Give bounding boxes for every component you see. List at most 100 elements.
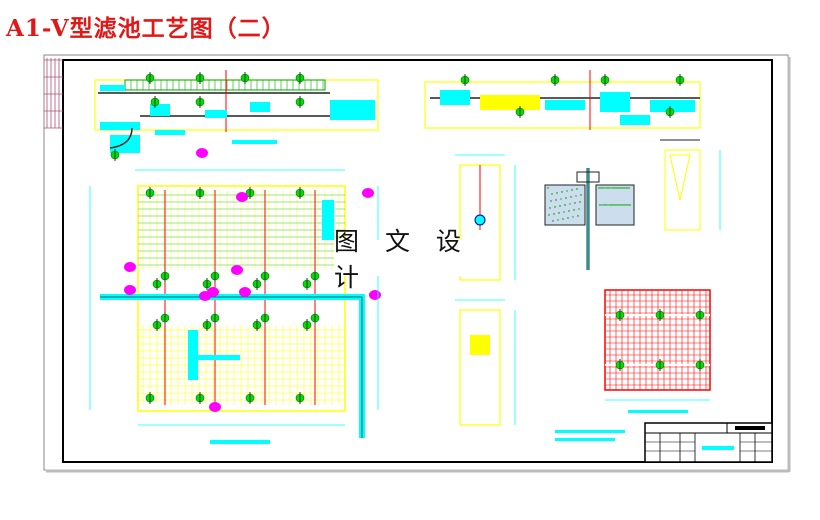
main-pipe-centerline [100,296,363,438]
pipe-block [100,85,125,91]
title-block [644,422,773,463]
aggregate-dot [562,218,564,220]
aggregate-dot [564,204,566,206]
aggregate-dot [559,205,561,207]
watermark-text: 图 文 设 计 [334,227,492,292]
pipe-block [440,90,470,105]
aggregate-dot [627,204,629,206]
plan-label [628,410,688,413]
section-view-left [94,70,379,171]
aggregate-dot [561,191,563,193]
section-label [232,140,277,144]
aggregate-dot [621,204,623,206]
aggregate-dot [553,213,555,215]
aggregate-dot [618,187,620,189]
plan-label [210,440,270,444]
pipe-block [620,115,650,125]
aggregate-dot [598,187,600,189]
wall-section [664,149,701,231]
aggregate-dot [565,197,567,199]
revision-cloud-mark [236,192,248,202]
drawing-frame [43,54,791,473]
notes-line [555,438,615,441]
aggregate-dot [568,210,570,212]
filter-bed [480,95,540,110]
hatched-wedge [470,335,490,355]
aggregate-dot [606,187,608,189]
aggregate-dot [628,187,630,189]
aggregate-dot [578,208,580,210]
pipe-section [474,214,486,226]
aggregate-dot [620,187,622,189]
drawing-title: A1-V型滤池工艺图（二） [6,15,286,42]
aggregate-dot [612,187,614,189]
aggregate-dot [548,214,550,216]
pipe-block [100,122,140,130]
pipe-block [600,92,630,112]
aggregate-dot [554,206,556,208]
aggregate-dot [552,220,554,222]
channel-detail [459,309,501,426]
aggregate-dot [599,204,601,206]
aggregate-dot [607,204,609,206]
aggregate-dot [567,217,569,219]
aggregate-dot [619,204,621,206]
aggregate-dot [623,204,625,206]
aggregate-dot [556,192,558,194]
revision-cloud-mark [362,188,374,198]
flange [576,171,600,183]
notes-line [555,430,625,433]
pipe-block [188,330,198,380]
aggregate-dot [560,198,562,200]
pipe-block [250,102,270,112]
aggregate-dot [550,200,552,202]
aggregate-dot [549,207,551,209]
aggregate-dot [610,187,612,189]
revision-cloud-mark [207,287,219,297]
pipe-block [205,110,227,118]
revision-cloud-mark [124,262,136,272]
main-pipe [100,294,365,438]
project-name-cell [702,446,734,450]
aggregate-dot [557,219,559,221]
filter-plan-view [89,185,381,444]
drawing-name-cell [735,426,765,430]
aggregate-dot [574,202,576,204]
inner-frame [62,59,773,463]
aggregate-dot [615,204,617,206]
aggregate-dot [563,211,565,213]
aggregate-dot [605,204,607,206]
red-grid-plan [604,289,711,413]
aggregate-dot [551,193,553,195]
aggregate-dot [625,204,627,206]
aggregate-dot [558,212,560,214]
aggregate-dot [624,187,626,189]
section-view-right [424,70,701,130]
elbow-pipe [109,127,133,149]
aggregate-dot [572,216,574,218]
aggregate-dot [616,187,618,189]
revision-cloud-mark [239,287,251,297]
aggregate-dot [614,187,616,189]
aggregate-dot [566,190,568,192]
aggregate-dot [622,187,624,189]
aggregate-dot [626,187,628,189]
aggregate-dot [575,195,577,197]
aggregate-dot [577,215,579,217]
detail-views [455,139,721,441]
aggregate-dot [569,203,571,205]
aggregate-dot [600,187,602,189]
revision-cloud-mark [209,402,221,412]
aggregate-dot [571,189,573,191]
aggregate-dot [609,204,611,206]
pipe-block [650,100,695,112]
aggregate-dot [604,187,606,189]
aggregate-dot [629,204,631,206]
aggregate-dot [579,201,581,203]
aggregate-dot [547,187,549,189]
aggregate-dot [573,209,575,211]
revision-cloud-mark [196,148,208,158]
revision-cloud-mark [124,285,136,295]
aggregate-dot [602,187,604,189]
